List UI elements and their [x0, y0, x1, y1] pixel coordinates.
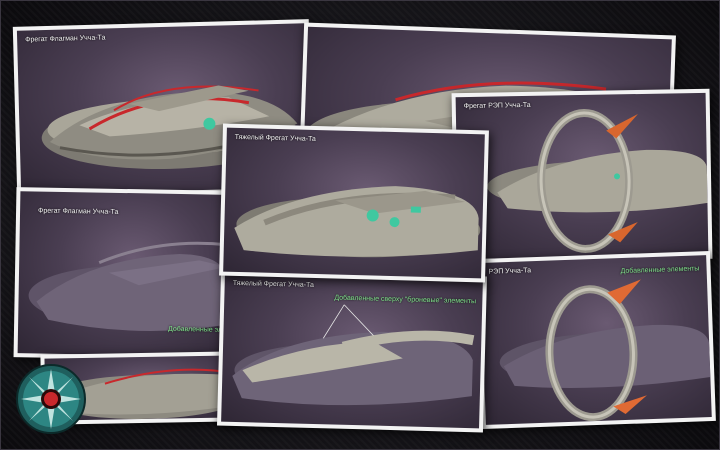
card-rep-bottom-image: РЭП Учча-Та Добавленные элементы [480, 255, 712, 425]
card-heavy-top-image: Тяжелый Фрегат Учча-Та [223, 127, 485, 279]
card-flagship-bottom: Фрегат Флагман Учча-Та Добавленные эл [13, 187, 233, 361]
card-rep-top-image: Фрегат РЭП Учча-Та [455, 92, 709, 260]
rep-ghost-render [499, 279, 711, 422]
card-rep-top: Фрегат РЭП Учча-Та [451, 88, 713, 264]
card-rep-bottom: РЭП Учча-Та Добавленные элементы [476, 250, 716, 430]
caption-rep-top: Фрегат РЭП Учча-Та [463, 101, 531, 111]
compass-star-emblem-icon [16, 364, 86, 434]
card-heavy-top: Тяжелый Фрегат Учча-Та [219, 123, 489, 283]
caption-rep-bottom: РЭП Учча-Та [488, 267, 532, 276]
heavy-ship-render [234, 186, 481, 258]
flagship-ghost-render [28, 241, 229, 331]
card-flagship-bottom-image: Фрегат Флагман Учча-Та Добавленные эл [17, 191, 229, 357]
rep-ship-render [487, 108, 708, 253]
card-heavy-bottom: Тяжелый Фрегат Учча-Та Добавленные сверх… [217, 269, 487, 433]
card-back-bottom-left [40, 351, 242, 425]
ship-render-bottom-left [45, 368, 238, 419]
note-flagship-bottom: Добавленные эл [167, 325, 223, 334]
card-back-bottom-left-image [44, 355, 238, 421]
caption-flagship-bottom: Фрегат Флагман Учча-Та [38, 207, 119, 216]
heavy-ghost-render [232, 304, 475, 406]
card-heavy-bottom-image: Тяжелый Фрегат Учча-Та Добавленные сверх… [221, 273, 483, 429]
